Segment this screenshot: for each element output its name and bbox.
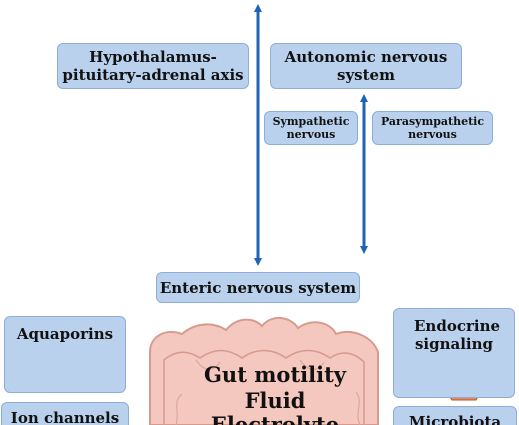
fluid-label: Fluid	[244, 388, 306, 413]
electrolyte-label: Electrolyte	[210, 412, 340, 425]
parasympathetic-box: Parasympathetic nervous	[372, 111, 493, 145]
sympathetic-label: Sympathetic nervous	[272, 114, 350, 141]
hpa-axis-box: Hypothalamus-pituitary-adrenal axis	[57, 43, 249, 89]
autonomic-nervous-system-label: Autonomic nervous system	[284, 48, 448, 84]
endocrine-signaling-box: Endocrine signaling	[393, 308, 515, 398]
intestine-illustration	[149, 317, 379, 425]
microbiota-label: Microbiota	[408, 413, 502, 425]
enteric-nervous-system-box: Enteric nervous system	[156, 272, 360, 303]
aquaporins-box: Aquaporins	[4, 316, 126, 393]
autonomic-nervous-system-box: Autonomic nervous system	[270, 43, 462, 89]
parasympathetic-label: Parasympathetic nervous	[380, 114, 485, 141]
ion-channels-box: Ion channels	[1, 402, 129, 425]
sympathetic-box: Sympathetic nervous	[264, 111, 358, 145]
gut-motility-label: Gut motility	[204, 362, 346, 387]
hpa-axis-label: Hypothalamus-pituitary-adrenal axis	[62, 48, 244, 84]
aquaporins-label: Aquaporins	[16, 325, 114, 343]
enteric-nervous-system-label: Enteric nervous system	[159, 278, 357, 297]
endocrine-signaling-label: Endocrine signaling	[414, 317, 501, 353]
ion-channels-label: Ion channels	[10, 409, 120, 425]
microbiota-box: Microbiota	[393, 406, 517, 425]
